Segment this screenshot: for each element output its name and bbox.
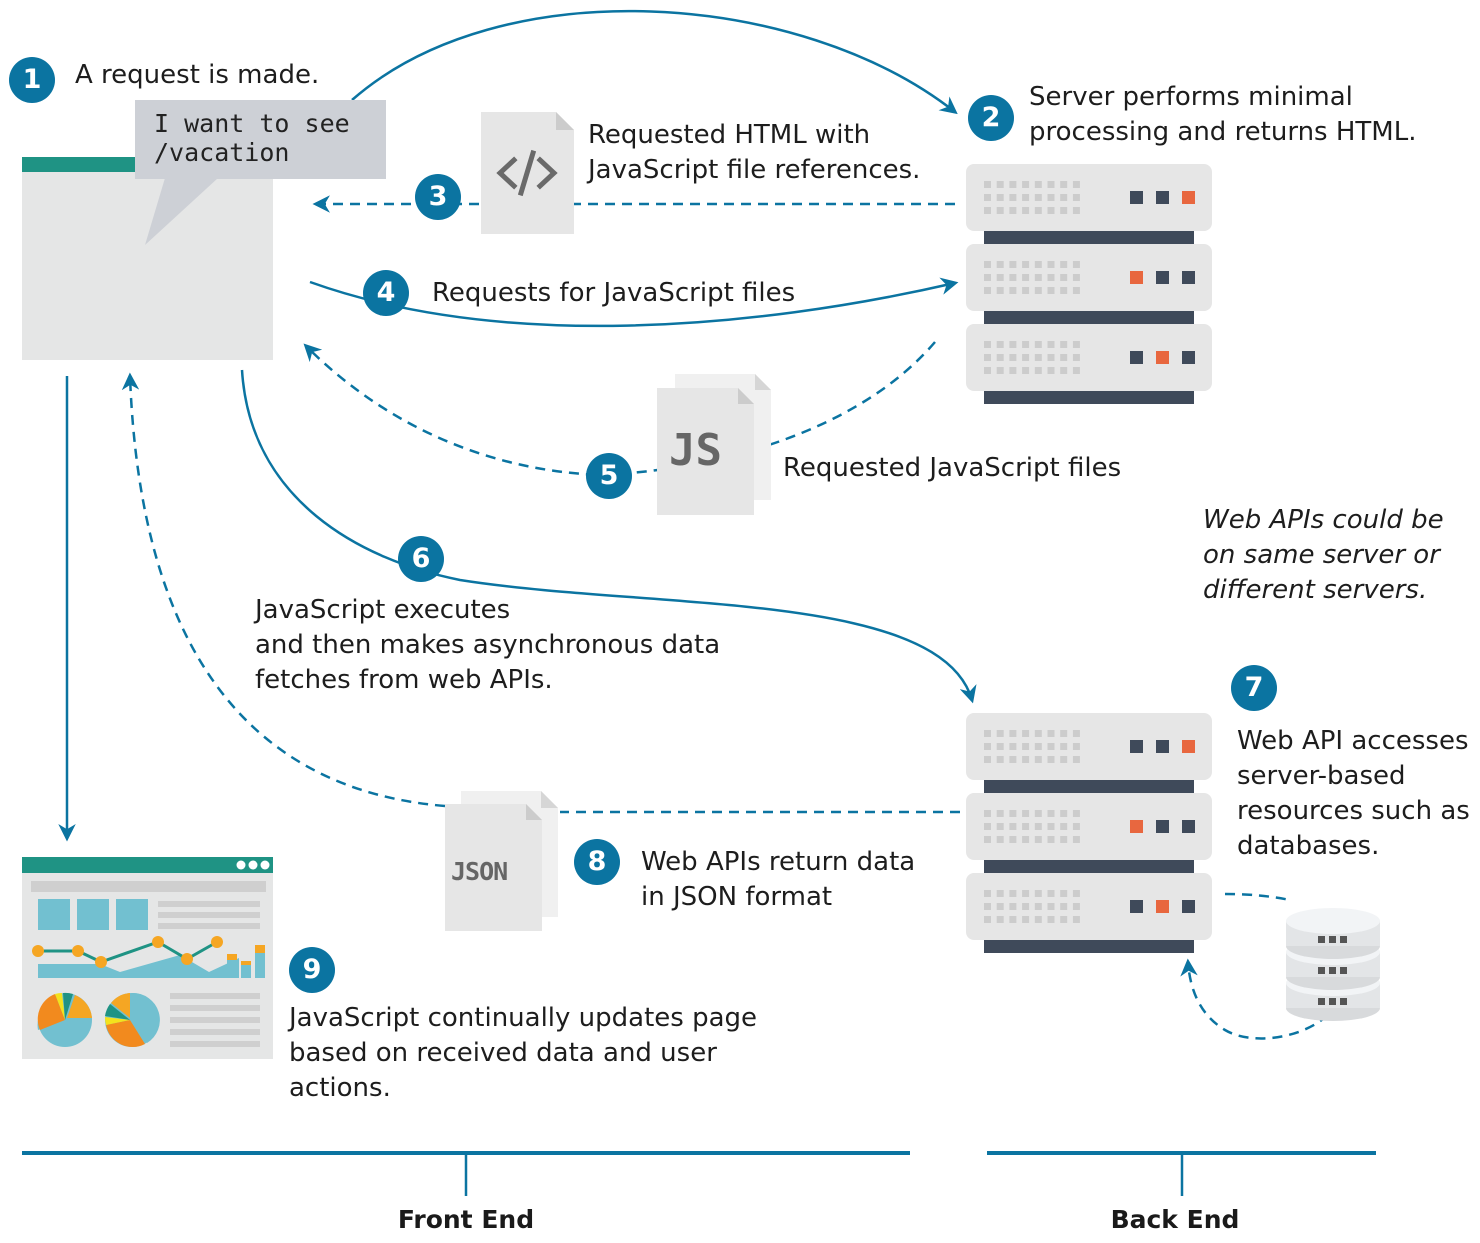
step-6-text: JavaScript executes and then makes async… (255, 595, 721, 695)
step-3-text: Requested HTML with JavaScript file refe… (588, 120, 921, 185)
step-7-text: Web API accesses server-based resources … (1237, 726, 1470, 861)
json-file-label: JSON (451, 857, 508, 886)
server-rack-icon (966, 164, 1212, 404)
step-badge-1: 1 (9, 57, 55, 103)
status-led (1156, 191, 1169, 204)
code-file-icon (481, 112, 574, 234)
arrow-async-fetch (240, 369, 977, 704)
server-rack-icon (966, 713, 1212, 953)
status-led (1182, 740, 1195, 753)
status-led (1156, 820, 1169, 833)
status-led (1130, 191, 1143, 204)
step-badge-7: 7 (1231, 665, 1277, 711)
arrow-request-to-server (351, 9, 958, 115)
status-led (1130, 351, 1143, 364)
status-led (1182, 351, 1195, 364)
step-1-text: A request is made. (75, 60, 320, 90)
arrow-db-access (1224, 892, 1291, 902)
step-2-text: Server performs minimal processing and r… (1029, 82, 1417, 147)
database-icon (1286, 908, 1380, 1021)
web-api-note: Web APIs could be on same server or diff… (1203, 505, 1444, 605)
step-badge-2: 2 (968, 95, 1014, 141)
status-led (1156, 351, 1169, 364)
js-file-label: JS (669, 425, 722, 476)
status-led (1182, 271, 1195, 284)
status-led (1182, 820, 1195, 833)
json-file-icon (445, 791, 558, 931)
step-badge-5: 5 (586, 453, 632, 499)
arrow-db-return (1180, 958, 1329, 1040)
server-unit (966, 244, 1212, 324)
step-badge-8: 8 (574, 839, 620, 885)
status-led (1130, 271, 1143, 284)
step-4-text: Requests for JavaScript files (432, 278, 796, 308)
server-unit (966, 164, 1212, 244)
step-5-text: Requested JavaScript files (783, 453, 1122, 483)
browser-window-icon (22, 157, 273, 360)
step-badge-3: 3 (415, 174, 461, 220)
front-end-label: Front End (397, 1205, 535, 1234)
status-led (1156, 740, 1169, 753)
back-end-label: Back End (1110, 1205, 1240, 1234)
status-led (1182, 900, 1195, 913)
server-unit (966, 713, 1212, 793)
step-badge-6: 6 (398, 536, 444, 582)
server-unit (966, 324, 1212, 404)
server-unit (966, 873, 1212, 953)
step-8-text: Web APIs return data in JSON format (641, 847, 916, 912)
arrow-json-return-curve (121, 372, 446, 808)
status-led (1156, 271, 1169, 284)
status-led (1130, 820, 1143, 833)
status-led (1156, 900, 1169, 913)
step-badge-9: 9 (289, 947, 335, 993)
status-led (1182, 191, 1195, 204)
speech-bubble (135, 100, 386, 245)
status-led (1130, 900, 1143, 913)
arrow-js-return (303, 341, 936, 477)
server-unit (966, 793, 1212, 873)
speech-bubble-text: I want to see /vacation (154, 109, 350, 167)
status-led (1130, 740, 1143, 753)
database-disk (1286, 908, 1380, 959)
js-file-icon (657, 374, 771, 515)
dashboard-page-icon (22, 857, 273, 1059)
step-9-text: JavaScript continually updates page base… (289, 1003, 758, 1103)
step-badge-4: 4 (363, 270, 409, 316)
